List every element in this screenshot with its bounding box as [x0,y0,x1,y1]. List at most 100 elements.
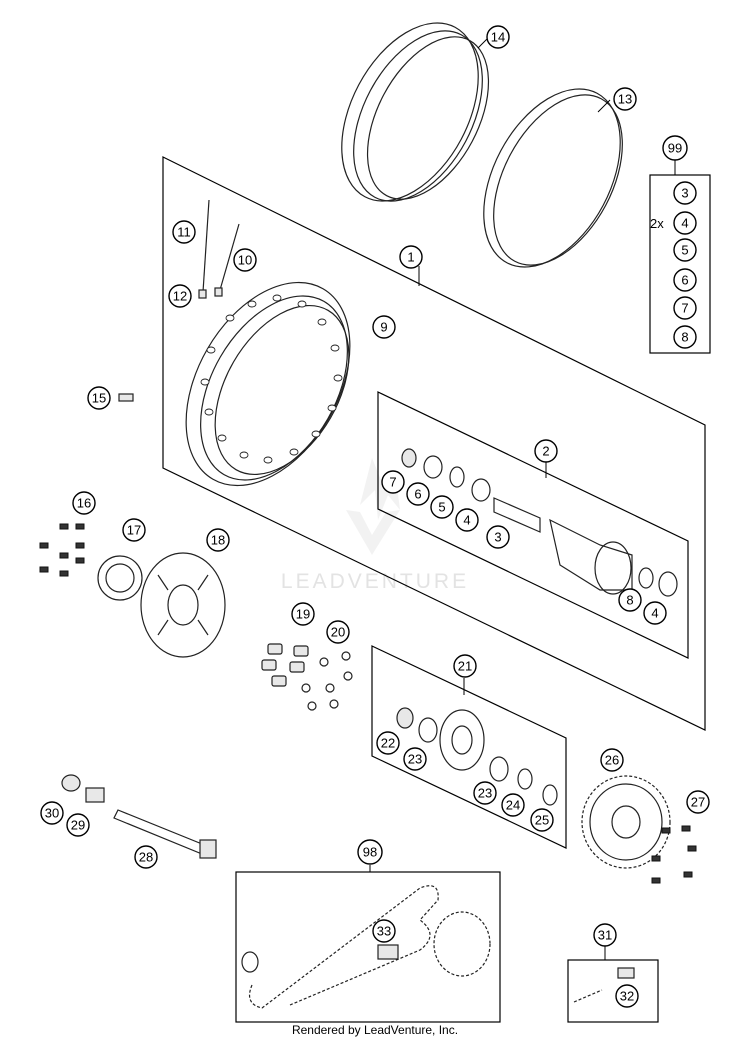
bolt-set-16 [39,523,85,577]
axle-part [113,809,217,859]
callout-99[interactable]: 99 [662,135,688,161]
svg-text:29: 29 [71,818,85,833]
svg-text:22: 22 [381,736,395,751]
callout-8-hub[interactable]: 8 [618,588,642,612]
svg-text:3: 3 [681,186,688,201]
callout-23-right[interactable]: 23 [473,781,497,805]
svg-text:23: 23 [408,752,422,767]
callout-31[interactable]: 31 [593,923,617,947]
callout-32[interactable]: 32 [615,984,639,1008]
callout-4-kit[interactable]: 4 [673,211,697,235]
callout-30[interactable]: 30 [40,801,64,825]
callout-11[interactable]: 11 [172,220,196,244]
svg-text:2: 2 [542,444,549,459]
callout-6-hub[interactable]: 6 [406,482,430,506]
callout-3-kit[interactable]: 3 [673,181,697,205]
callout-13[interactable]: 13 [613,87,637,111]
callout-24[interactable]: 24 [501,793,525,817]
callout-21[interactable]: 21 [453,654,477,678]
callout-3[interactable]: 3 [486,525,510,549]
callout-20[interactable]: 20 [326,620,350,644]
svg-text:27: 27 [691,795,705,810]
callout-22[interactable]: 22 [376,731,400,755]
axle-nut-part [61,774,81,792]
svg-text:6: 6 [414,487,421,502]
chain-adjuster-part [85,787,105,803]
callout-7-kit[interactable]: 7 [673,296,697,320]
chain-kit-frame [235,871,501,1023]
callout-27[interactable]: 27 [686,790,710,814]
callout-19[interactable]: 19 [291,602,315,626]
callout-28[interactable]: 28 [134,845,158,869]
bearing-kit-frame [649,174,711,354]
svg-text:99: 99 [668,141,682,156]
wheel-assembly-frame [162,156,706,731]
callout-16[interactable]: 16 [72,491,96,515]
svg-text:4: 4 [463,513,470,528]
chain-kit-parts [241,885,491,1009]
leader-lines [369,37,676,960]
svg-text:7: 7 [681,301,688,316]
svg-text:19: 19 [296,607,310,622]
callout-29[interactable]: 29 [66,813,90,837]
svg-text:15: 15 [92,391,106,406]
callout-10[interactable]: 10 [233,248,257,272]
watermark-text: LEADVENTURE [281,570,469,593]
brake-disc-part [140,552,226,658]
callout-23-left[interactable]: 23 [403,747,427,771]
callout-8-kit[interactable]: 8 [673,325,697,349]
rim-part [185,281,351,487]
callout-26[interactable]: 26 [600,748,624,772]
svg-text:13: 13 [618,92,632,107]
svg-text:20: 20 [331,625,345,640]
callout-18[interactable]: 18 [206,528,230,552]
svg-text:23: 23 [478,786,492,801]
spoke-parts [198,199,240,299]
svg-text:1: 1 [407,250,414,265]
svg-text:8: 8 [626,593,633,608]
valve-part [118,393,134,402]
callout-1[interactable]: 1 [399,245,423,269]
svg-text:9: 9 [380,320,387,335]
watermark-logo [346,458,400,555]
callout-17[interactable]: 17 [122,518,146,542]
bolt-set-27 [651,825,697,884]
carrier-parts [396,707,558,806]
callout-2[interactable]: 2 [534,439,558,463]
callout-5-hub[interactable]: 5 [430,495,454,519]
svg-text:4: 4 [681,216,688,231]
svg-text:98: 98 [363,845,377,860]
callout-5-kit[interactable]: 5 [673,238,697,262]
svg-text:28: 28 [139,850,153,865]
callout-12[interactable]: 12 [168,284,192,308]
chain-link-parts [573,967,635,1003]
svg-text:31: 31 [598,928,612,943]
svg-text:21: 21 [458,659,472,674]
svg-text:12: 12 [173,289,187,304]
svg-text:30: 30 [45,806,59,821]
callout-25[interactable]: 25 [530,808,554,832]
callout-7-hub[interactable]: 7 [381,470,405,494]
tube-part [483,88,623,268]
svg-text:33: 33 [377,924,391,939]
callout-6-kit[interactable]: 6 [673,268,697,292]
callout-4-hub[interactable]: 4 [455,508,479,532]
svg-text:24: 24 [506,798,520,813]
callout-4-hub-right[interactable]: 4 [643,601,667,625]
svg-text:16: 16 [77,496,91,511]
svg-text:25: 25 [535,813,549,828]
rim-band-part [341,22,490,202]
svg-text:10: 10 [238,253,252,268]
damper-set-part [261,643,309,687]
svg-text:7: 7 [389,475,396,490]
svg-text:8: 8 [681,330,688,345]
svg-text:26: 26 [605,753,619,768]
callout-98[interactable]: 98 [357,839,383,865]
rear-sprocket-part [581,775,671,869]
callout-14[interactable]: 14 [486,25,510,49]
svg-text:32: 32 [620,989,634,1004]
callout-33[interactable]: 33 [372,919,396,943]
callout-15[interactable]: 15 [87,386,111,410]
callout-9[interactable]: 9 [372,315,396,339]
